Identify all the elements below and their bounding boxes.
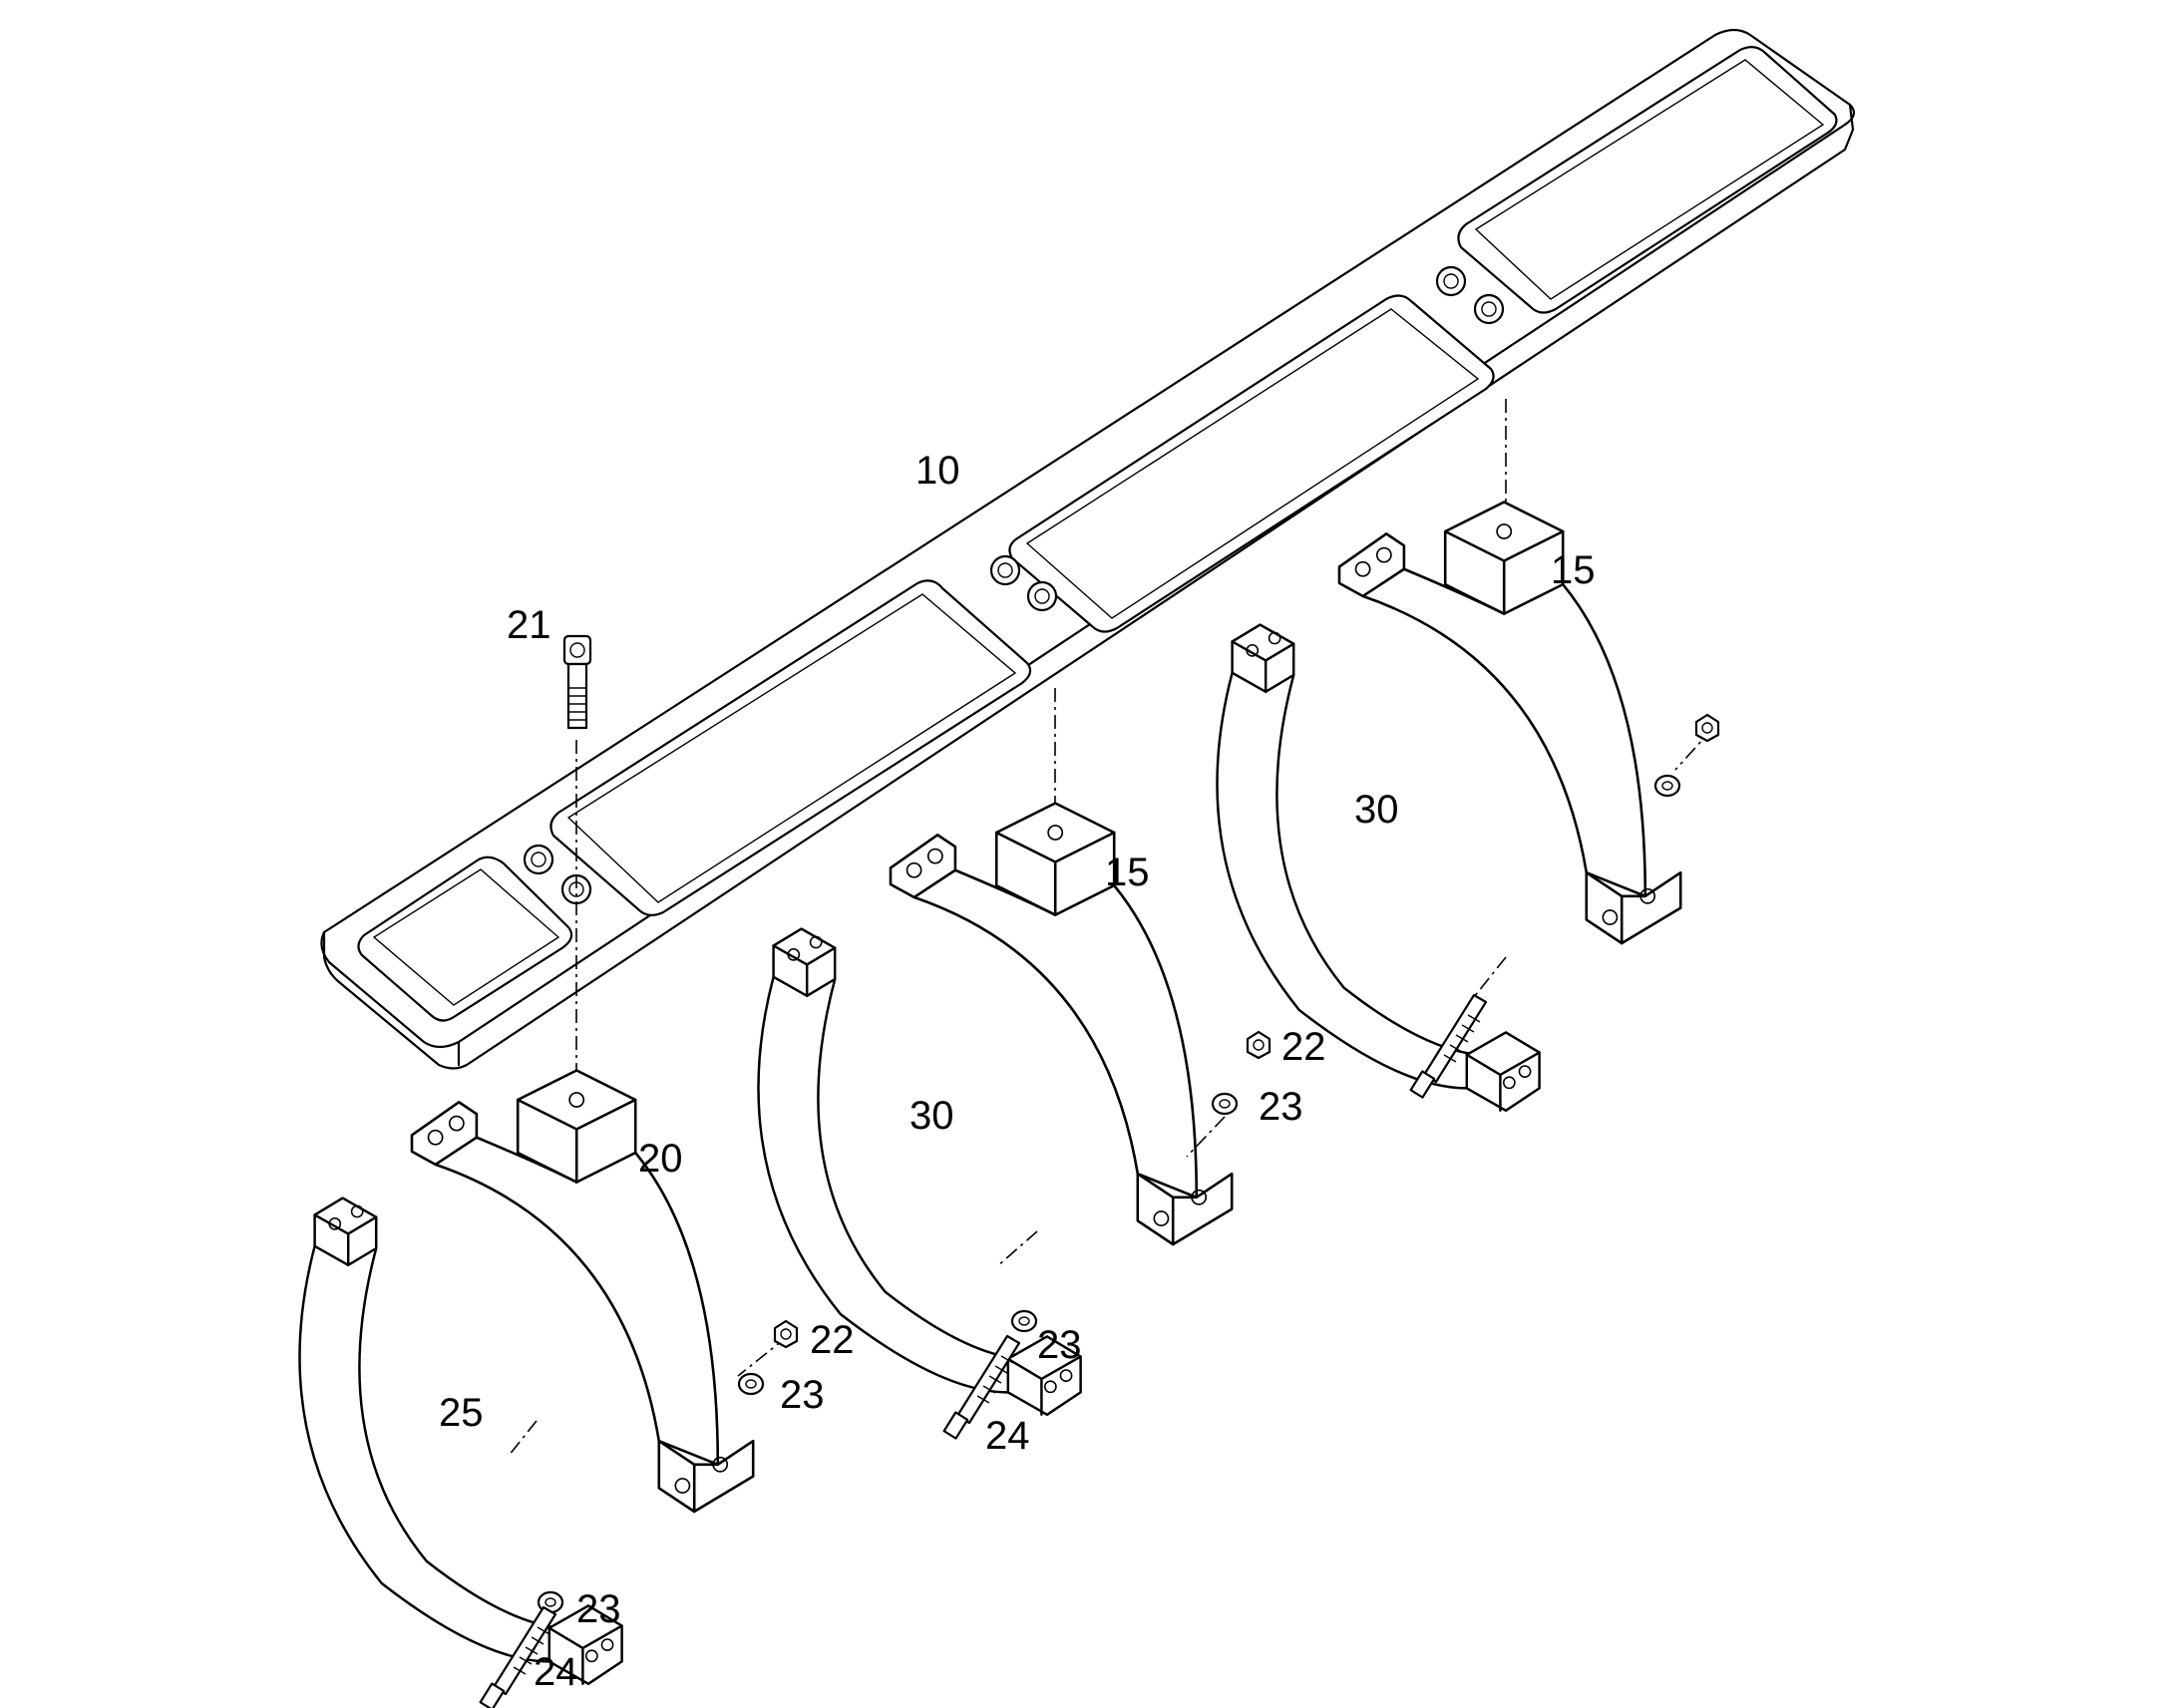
label-23-middle-lower: 23 [1037, 1323, 1082, 1367]
label-15-right: 15 [1551, 548, 1596, 592]
screw-part-21 [562, 634, 592, 730]
label-23-middle: 23 [1259, 1085, 1303, 1129]
upper-clamp-part-15-middle [889, 802, 1234, 1246]
label-23-bottom: 23 [576, 1587, 621, 1631]
label-25: 25 [439, 1391, 484, 1435]
lower-clamp-part-25 [298, 1196, 623, 1686]
lower-clamp-part-30-middle [757, 927, 1082, 1417]
label-23-left: 23 [780, 1373, 825, 1417]
label-20: 20 [638, 1137, 683, 1181]
label-22-left: 22 [810, 1318, 855, 1362]
label-24-middle: 24 [985, 1414, 1030, 1458]
upper-clamp-part-20 [410, 1069, 755, 1514]
label-15-middle: 15 [1105, 851, 1150, 894]
label-30-right: 30 [1354, 788, 1399, 832]
label-21: 21 [507, 603, 551, 647]
upper-clamp-part-15-right [1337, 501, 1682, 945]
label-30-middle: 30 [909, 1094, 954, 1138]
label-22-middle: 22 [1281, 1025, 1326, 1069]
callout-labels: 10 15 15 20 21 22 22 23 23 23 23 24 24 2… [439, 449, 1596, 1694]
frame-part-10 [320, 28, 1856, 1070]
nut-part-22 [773, 713, 1720, 1349]
label-10: 10 [915, 449, 960, 493]
label-24-bottom: 24 [534, 1650, 578, 1694]
